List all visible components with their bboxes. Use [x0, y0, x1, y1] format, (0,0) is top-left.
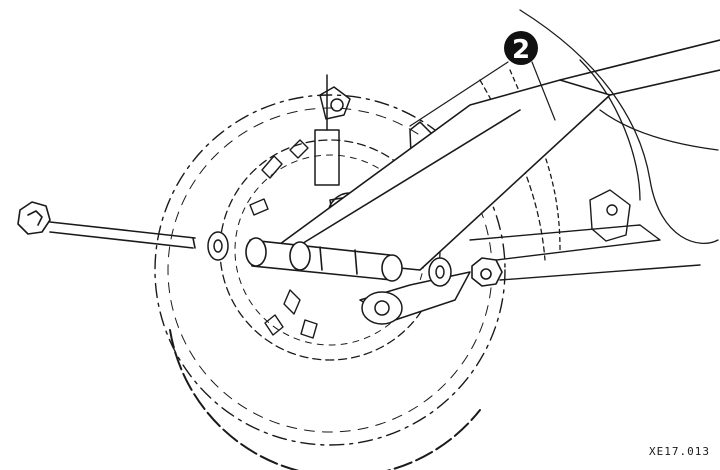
figure-reference-code: XE17.013 [649, 445, 710, 458]
nut [471, 257, 503, 287]
callout-label: 2 [512, 35, 530, 65]
callout-2: 2 [409, 31, 556, 127]
bushing-sleeve [245, 237, 403, 282]
disc-vent-slots [249, 139, 318, 339]
control-arm [469, 189, 701, 281]
lower-arm [359, 271, 471, 325]
washer-left [207, 231, 229, 261]
shock-absorber [314, 74, 351, 186]
mounting-bolt [17, 201, 196, 249]
washer-right [428, 257, 452, 287]
